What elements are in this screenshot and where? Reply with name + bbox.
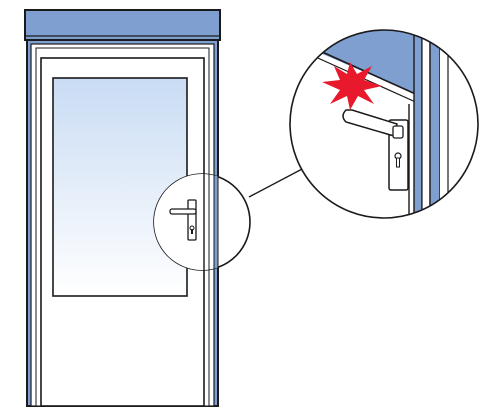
door-handle-icon <box>169 199 197 241</box>
roller-shutter-box-icon <box>24 9 221 41</box>
door-icon <box>40 57 205 407</box>
magnifier-callout-icon <box>289 29 479 219</box>
door-glass-pane <box>52 77 188 297</box>
impact-star-icon <box>322 62 382 110</box>
callout-connector <box>248 167 305 198</box>
door-handle-icon <box>342 109 409 191</box>
